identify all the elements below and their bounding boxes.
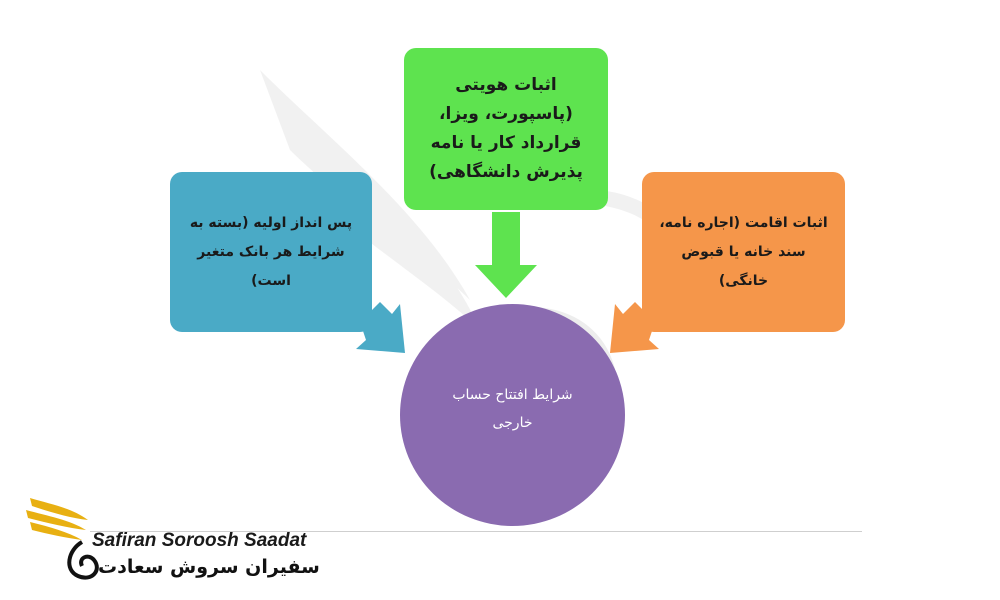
right-box-residence-proof: اثبات اقامت (اجاره نامه، سند خانه یا قبو… bbox=[642, 172, 845, 332]
logo-name-english: Safiran Soroosh Saadat bbox=[92, 530, 307, 551]
center-circle-text: شرایط افتتاح حساب خارجی bbox=[452, 387, 573, 431]
bottom-divider bbox=[90, 531, 862, 532]
top-box-text: اثبات هویتی (پاسپورت، ویزا، قرارداد کار … bbox=[429, 75, 583, 182]
left-box-initial-deposit: پس انداز اولیه (بسته به شرایط هر بانک مت… bbox=[170, 172, 372, 332]
right-box-text: اثبات اقامت (اجاره نامه، سند خانه یا قبو… bbox=[659, 214, 828, 289]
center-circle: شرایط افتتاح حساب خارجی bbox=[400, 304, 625, 526]
logo-name-persian: سفیران سروش سعادت bbox=[98, 556, 320, 578]
top-box-identity-proof: اثبات هویتی (پاسپورت، ویزا، قرارداد کار … bbox=[404, 48, 608, 210]
winged-swan-logo-icon bbox=[26, 498, 99, 580]
left-box-text: پس انداز اولیه (بسته به شرایط هر بانک مت… bbox=[189, 214, 353, 289]
